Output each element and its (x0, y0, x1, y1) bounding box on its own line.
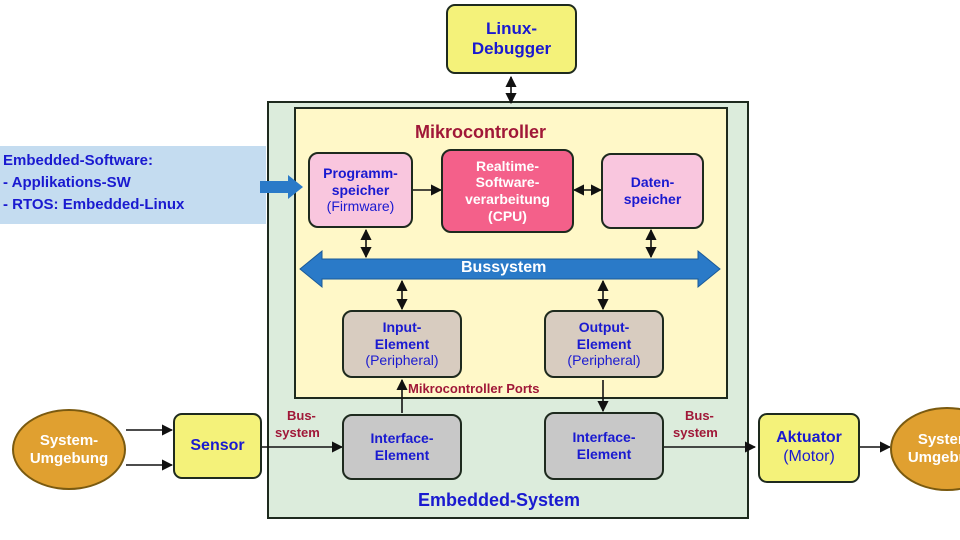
software-to-firmware-arrow (260, 175, 303, 199)
bussystem-label: Bussystem (461, 259, 547, 276)
interface-element-right: Interface- Element (544, 412, 664, 480)
sensor-box: Sensor (173, 413, 262, 479)
output-element-box: Output- Element (Peripheral) (544, 310, 664, 378)
bus-system-label-right: Bus- system (673, 407, 718, 441)
programmspeicher-label-1: Programm- (323, 165, 398, 182)
output-label-1: Output- (578, 319, 630, 336)
programmspeicher-box: Programm- speicher (Firmware) (308, 152, 413, 228)
bus-right-line-2: system (673, 425, 718, 440)
system-environment-left: System- Umgebung (12, 409, 126, 490)
input-element-box: Input- Element (Peripheral) (342, 310, 462, 378)
microcontroller-ports-label: Mikrocontroller Ports (408, 381, 540, 396)
cpu-label-2: Software- (475, 174, 540, 191)
linux-debugger-box: Linux- Debugger (446, 4, 577, 74)
debugger-label-2: Debugger (471, 39, 552, 58)
input-label-1: Input- (382, 319, 422, 336)
bus-left-line-1: Bus- (287, 408, 316, 423)
system-environment-right: System- Umgebung (890, 407, 960, 491)
interface-left-label-2: Element (374, 447, 430, 463)
datenspeicher-label-1: Daten- (630, 174, 675, 191)
aktuator-box: Aktuator (Motor) (758, 413, 860, 483)
aktuator-label: Aktuator (776, 429, 842, 447)
env-right-label-1: System- (917, 431, 960, 449)
input-sub: (Peripheral) (365, 352, 439, 369)
interface-left-label-1: Interface- (370, 430, 434, 447)
datenspeicher-label-2: speicher (623, 191, 682, 207)
env-left-label-2: Umgebung (29, 449, 109, 467)
aktuator-sub: (Motor) (783, 448, 835, 465)
cpu-box: Realtime- Software- verarbeitung (CPU) (441, 149, 574, 233)
env-left-label-1: System- (39, 431, 99, 449)
microcontroller-title: Mikrocontroller (415, 122, 547, 142)
bus-right-line-1: Bus- (685, 408, 714, 423)
interface-right-label-1: Interface- (572, 429, 636, 446)
cpu-sub: (CPU) (488, 207, 527, 224)
interface-element-left: Interface- Element (342, 414, 462, 480)
software-item-rtos: - RTOS: Embedded-Linux (3, 196, 185, 213)
bussystem-arrow (299, 249, 721, 289)
debugger-label-1: Linux- (486, 18, 537, 38)
output-label-2: Element (576, 335, 632, 352)
cpu-label-1: Realtime- (475, 157, 540, 174)
datenspeicher-box: Daten- speicher (601, 153, 704, 229)
software-title: Embedded-Software: (3, 152, 154, 169)
system-environment-right-clip: System- Umgebung (888, 404, 960, 494)
embedded-system-title: Embedded-System (418, 490, 581, 510)
software-item-apps: - Applikations-SW (3, 174, 131, 191)
output-sub: (Peripheral) (567, 352, 641, 369)
cpu-label-3: verarbeitung (465, 191, 550, 207)
bus-left-line-2: system (275, 425, 320, 440)
env-right-label-2: Umgebung (907, 449, 960, 466)
bus-system-label-left: Bus- system (275, 407, 320, 441)
embedded-software-text: Embedded-Software: - Applikations-SW - R… (3, 150, 184, 216)
input-label-2: Element (374, 335, 430, 352)
programmspeicher-sub: (Firmware) (326, 198, 395, 215)
interface-right-label-2: Element (576, 446, 632, 462)
sensor-label: Sensor (190, 436, 245, 454)
embedded-software-band (0, 146, 266, 224)
programmspeicher-label-2: speicher (331, 181, 390, 198)
